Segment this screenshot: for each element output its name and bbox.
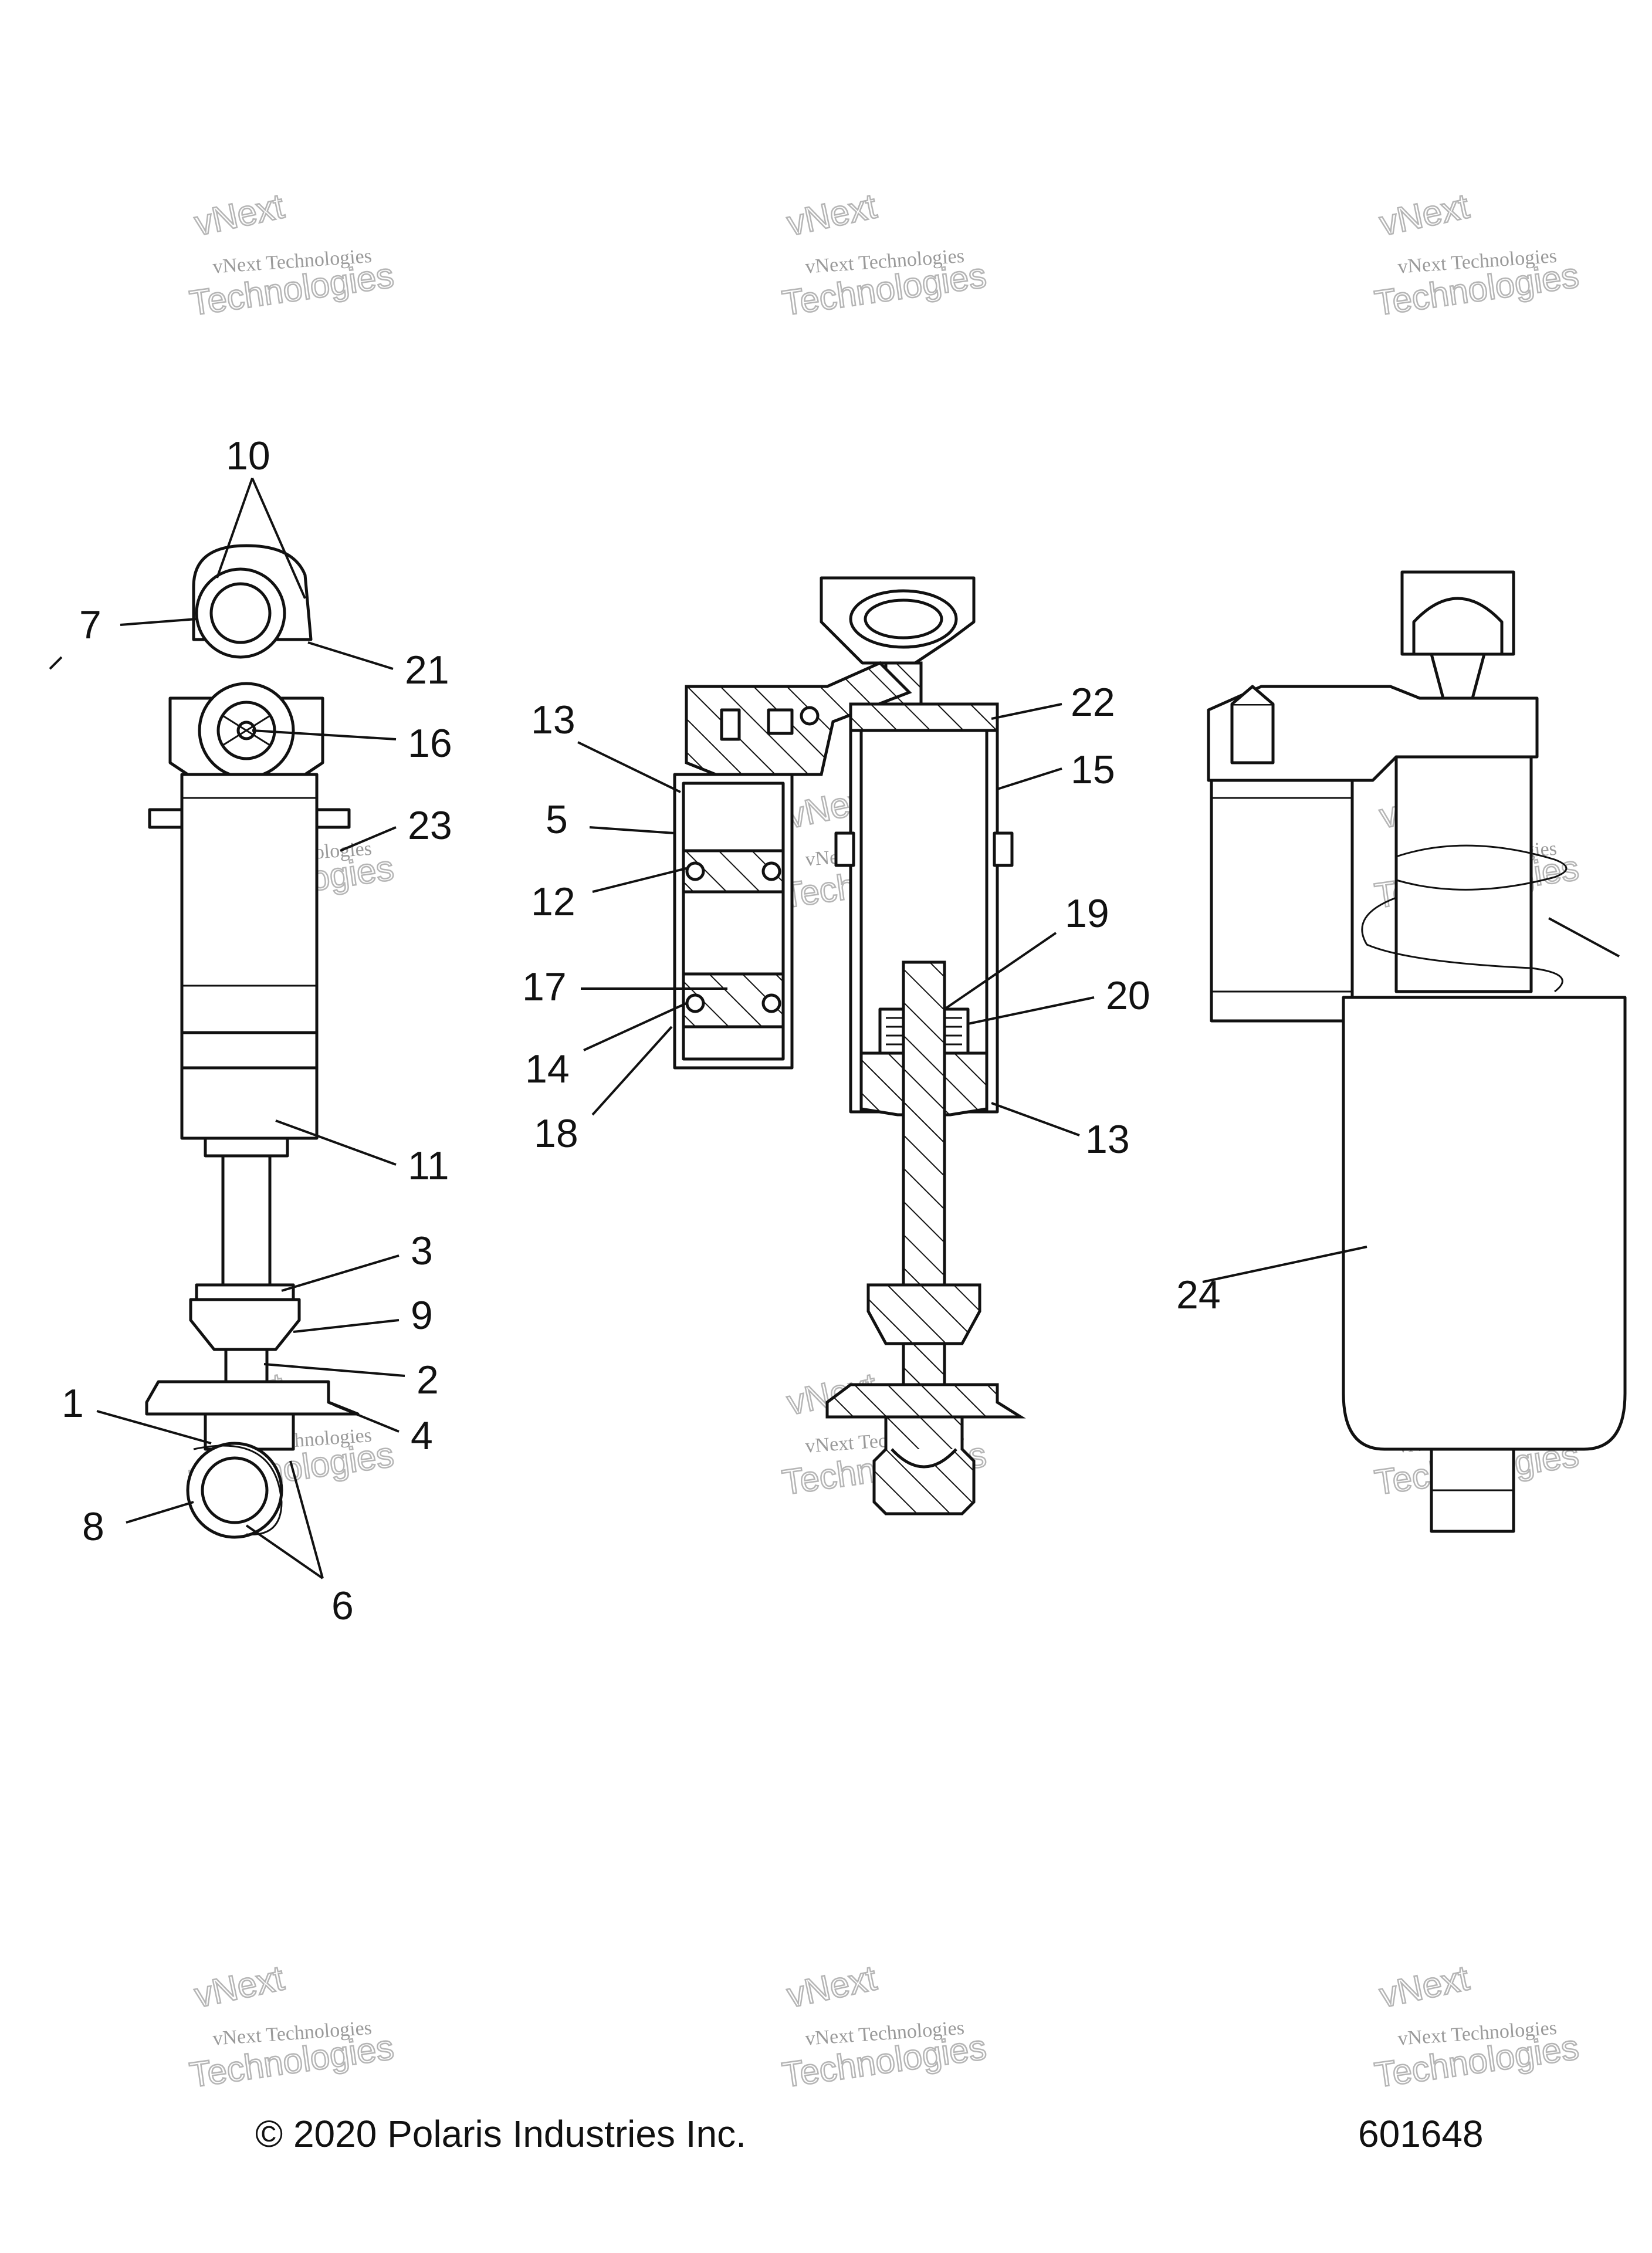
callout-22: 22 xyxy=(1071,680,1115,725)
callout-9: 9 xyxy=(411,1293,433,1338)
callout-4: 4 xyxy=(411,1413,433,1458)
copyright-notice: © 2020 Polaris Industries Inc. xyxy=(255,2113,746,2155)
shock-side-view xyxy=(145,544,360,1539)
callout-14: 14 xyxy=(525,1047,570,1091)
shock-boot-view xyxy=(1207,570,1627,1533)
callout-23: 23 xyxy=(408,803,452,848)
svg-text:vNext: vNext xyxy=(191,1958,287,2015)
callout-17: 17 xyxy=(522,965,567,1009)
callout-16: 16 xyxy=(408,721,452,766)
watermark: vNext vNext Technologies Technologies xyxy=(187,185,397,324)
watermark: vNext vNext Technologies Technologies xyxy=(1372,185,1582,324)
callout-8: 8 xyxy=(82,1504,104,1549)
callout-2: 2 xyxy=(417,1358,439,1402)
svg-text:vNext: vNext xyxy=(784,186,880,243)
callout-11: 11 xyxy=(408,1144,449,1188)
callout-21: 21 xyxy=(405,648,449,692)
callout-13-upper: 13 xyxy=(531,698,576,742)
callouts: 10 7 21 16 23 11 3 9 2 1 4 8 6 13 5 xyxy=(49,434,1620,1628)
callout-13-lower: 13 xyxy=(1085,1117,1130,1162)
watermark: vNext vNext Technologies Technologies xyxy=(779,185,990,324)
watermark: vNext vNext Technologies Technologies xyxy=(1372,1957,1582,2096)
svg-text:vNext: vNext xyxy=(1376,186,1472,243)
callout-18: 18 xyxy=(534,1111,578,1156)
callout-10: 10 xyxy=(226,434,270,478)
shock-cross-section xyxy=(673,576,1026,1515)
callout-5: 5 xyxy=(546,797,568,842)
watermark: vNext vNext Technologies Technologies xyxy=(187,1957,397,2096)
watermark: vNext vNext Technologies Technologies xyxy=(779,1957,990,2096)
callout-3: 3 xyxy=(411,1229,433,1273)
callout-12: 12 xyxy=(531,879,576,924)
svg-text:vNext: vNext xyxy=(1376,1958,1472,2015)
svg-text:vNext: vNext xyxy=(784,1958,880,2015)
svg-text:vNext: vNext xyxy=(191,186,287,243)
callout-6: 6 xyxy=(331,1584,354,1628)
callout-1: 1 xyxy=(62,1381,84,1426)
callout-20: 20 xyxy=(1106,973,1150,1018)
figure-number: 601648 xyxy=(1358,2113,1484,2155)
callout-7: 7 xyxy=(79,603,101,647)
callout-15: 15 xyxy=(1071,747,1115,792)
callout-19: 19 xyxy=(1065,891,1109,936)
